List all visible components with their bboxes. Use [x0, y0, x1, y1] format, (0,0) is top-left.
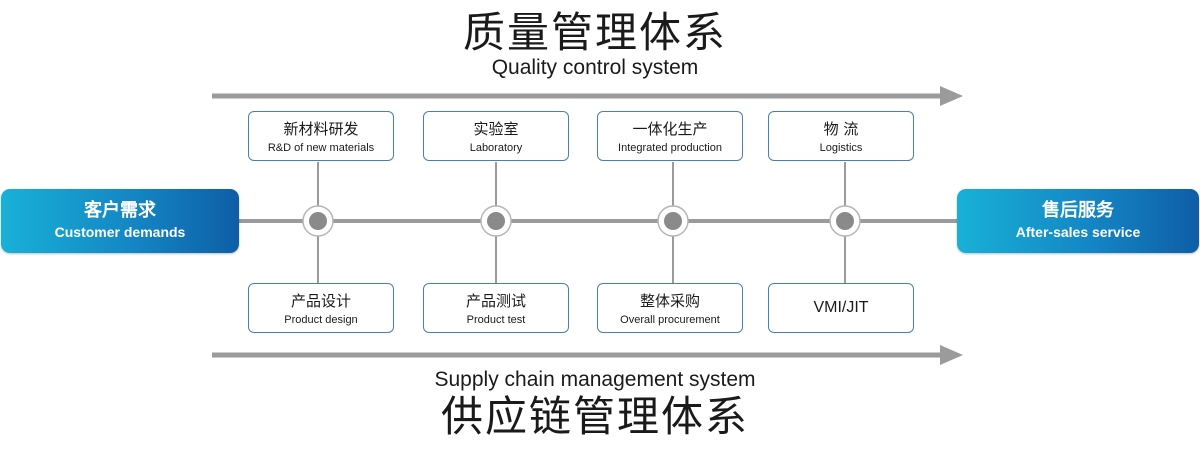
- box-integrated-production-en: Integrated production: [618, 142, 722, 154]
- box-logistics: 物 流 Logistics: [768, 111, 914, 161]
- box-integrated-production: 一体化生产 Integrated production: [597, 111, 743, 161]
- after-sales-service-box: 售后服务 After-sales service: [957, 189, 1199, 253]
- box-overall-procurement-cn: 整体采购: [639, 292, 700, 310]
- box-product-test-en: Product test: [466, 314, 526, 326]
- box-overall-procurement: 整体采购 Overall procurement: [597, 283, 743, 333]
- box-vmi-jit-label: VMI/JIT: [813, 299, 869, 316]
- node-4: [829, 205, 861, 237]
- box-product-test-cn: 产品测试: [465, 292, 526, 310]
- box-laboratory-cn: 实验室: [473, 120, 519, 138]
- after-sales-service-cn: 售后服务: [1042, 200, 1114, 221]
- box-laboratory-en: Laboratory: [469, 142, 523, 154]
- quality-system-title-en: Quality control system: [491, 56, 699, 79]
- box-logistics-en: Logistics: [819, 142, 863, 154]
- box-rd-new-materials-en: R&D of new materials: [267, 142, 375, 154]
- box-overall-procurement-en: Overall procurement: [620, 314, 720, 326]
- bottom-arrow-head: [940, 345, 963, 365]
- customer-demands-en: Customer demands: [54, 224, 186, 240]
- quality-system-title-cn: 质量管理体系: [462, 8, 727, 57]
- supply-chain-title-en: Supply chain management system: [434, 368, 756, 391]
- after-sales-service-en: After-sales service: [1015, 224, 1141, 240]
- box-product-design-en: Product design: [284, 314, 358, 326]
- box-vmi-jit: VMI/JIT: [768, 283, 914, 333]
- supply-chain-title-cn: 供应链管理体系: [440, 392, 749, 441]
- box-logistics-cn: 物 流: [823, 120, 859, 138]
- box-rd-new-materials-cn: 新材料研发: [283, 120, 359, 138]
- box-product-design-cn: 产品设计: [290, 292, 351, 310]
- box-rd-new-materials: 新材料研发 R&D of new materials: [248, 111, 394, 161]
- node-2: [480, 205, 512, 237]
- node-3: [657, 205, 689, 237]
- customer-demands-cn: 客户需求: [84, 200, 156, 221]
- box-integrated-production-cn: 一体化生产: [632, 120, 708, 138]
- box-product-test: 产品测试 Product test: [423, 283, 569, 333]
- customer-demands-box: 客户需求 Customer demands: [1, 189, 239, 253]
- top-arrow-head: [940, 86, 963, 106]
- box-product-design: 产品设计 Product design: [248, 283, 394, 333]
- box-laboratory: 实验室 Laboratory: [423, 111, 569, 161]
- node-1: [302, 205, 334, 237]
